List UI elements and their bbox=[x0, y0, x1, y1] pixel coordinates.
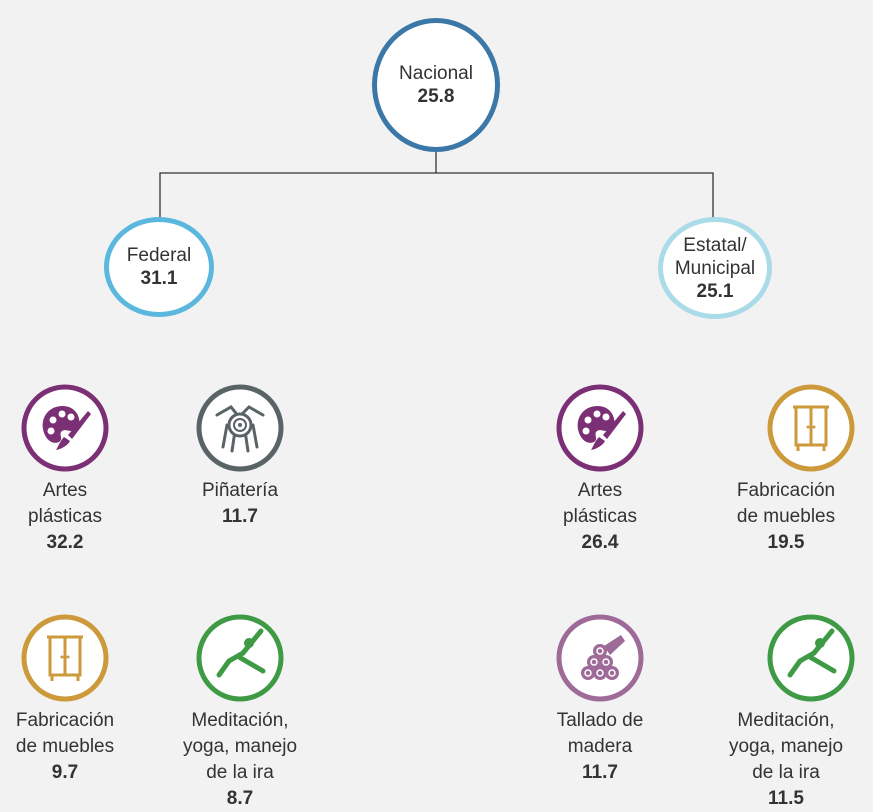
estatal-label: Estatal/ Municipal bbox=[674, 234, 756, 279]
activity-value: 26.4 bbox=[581, 532, 619, 553]
activity-name: Piñatería bbox=[201, 480, 279, 501]
activity-name: Artes plásticas bbox=[563, 480, 637, 527]
cabinet-icon bbox=[20, 613, 110, 703]
activity-value: 32.2 bbox=[46, 532, 84, 553]
federal-value: 31.1 bbox=[140, 268, 178, 289]
activity-name: Tallado de madera bbox=[556, 710, 644, 757]
activity-value: 8.7 bbox=[226, 788, 254, 809]
activity-label: Artes plásticas 26.4 bbox=[515, 478, 685, 556]
federal-label: Federal bbox=[126, 245, 192, 266]
activity-label: Artes plásticas 32.2 bbox=[0, 478, 150, 556]
palette-brush-icon bbox=[555, 383, 645, 473]
activity-label: Piñatería 11.7 bbox=[155, 478, 325, 530]
activity-name: Fabricación de muebles bbox=[15, 710, 115, 757]
activity-label: Meditación, yoga, manejo de la ira 8.7 bbox=[155, 708, 325, 812]
cabinet-icon bbox=[766, 383, 856, 473]
estatal-node: Estatal/ Municipal 25.1 bbox=[658, 217, 772, 319]
activity-name: Artes plásticas bbox=[28, 480, 102, 527]
activity-label: Fabricación de muebles 9.7 bbox=[0, 708, 150, 786]
nacional-label: Nacional bbox=[399, 63, 473, 84]
wood-logs-icon bbox=[555, 613, 645, 703]
activity-value: 19.5 bbox=[767, 532, 805, 553]
yoga-pose-icon bbox=[766, 613, 856, 703]
activity-label: Fabricación de muebles 19.5 bbox=[701, 478, 871, 556]
yoga-pose-icon bbox=[195, 613, 285, 703]
activity-value: 9.7 bbox=[51, 762, 79, 783]
estatal-value: 25.1 bbox=[696, 280, 734, 302]
nacional-node: Nacional 25.8 bbox=[372, 18, 500, 152]
activity-label: Meditación, yoga, manejo de la ira 11.5 bbox=[701, 708, 871, 812]
federal-node: Federal 31.1 bbox=[104, 217, 214, 317]
activity-label: Tallado de madera 11.7 bbox=[515, 708, 685, 786]
activity-name: Fabricación de muebles bbox=[736, 480, 836, 527]
nacional-value: 25.8 bbox=[417, 86, 455, 107]
activity-value: 11.7 bbox=[222, 506, 258, 527]
activity-value: 11.5 bbox=[768, 788, 804, 809]
activity-name: Meditación, yoga, manejo de la ira bbox=[728, 710, 844, 783]
palette-brush-icon bbox=[20, 383, 110, 473]
activity-value: 11.7 bbox=[582, 762, 618, 783]
pinata-icon bbox=[195, 383, 285, 473]
activity-name: Meditación, yoga, manejo de la ira bbox=[182, 710, 298, 783]
